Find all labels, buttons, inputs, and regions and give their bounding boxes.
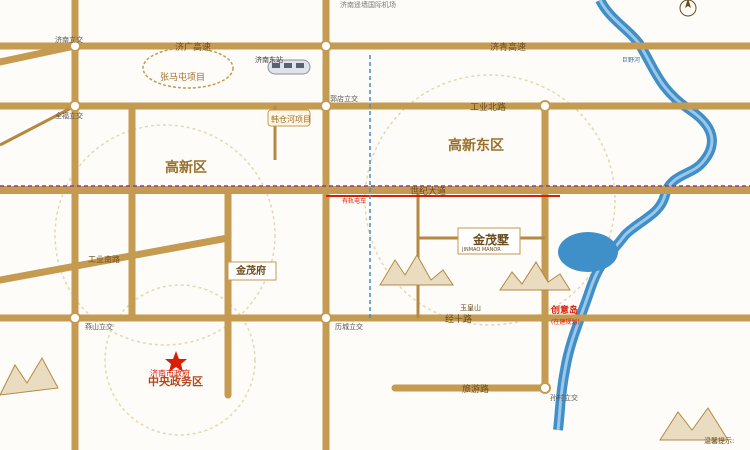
road-label-jiqing: 济青高速 [490,41,526,53]
interchange-label-guodian: 郭店立交 [330,94,358,103]
lake [558,232,618,272]
zhangma-oval [142,47,234,89]
interchange-nodes [69,40,551,394]
road-label-jingshi: 经十路 [445,313,472,325]
project-label-jinmao-fu: 金茂府 [235,264,266,277]
label-yuhuangshan: 玉皇山 [460,303,481,312]
project-label-jinmao-shu-en: JINMAO MANOR [461,247,501,253]
zone-label-central-gov: 中央政务区 [148,374,203,388]
node-yanshan [69,312,81,324]
compass-icon [679,0,697,17]
zone-label-gaoxin-east: 高新东区 [448,137,504,154]
mountain-decor-a [379,254,454,286]
project-label-chuangyi-tag: (在建规划) [551,318,580,326]
zone-circle-gaoxin-east [364,74,616,326]
node-guodian-n [320,40,332,52]
jinmao-fu-logo [227,261,277,281]
gov-label: 济南市政府 [150,368,190,378]
interchange-label-quanfu: 全福立交 [55,111,83,120]
mountain-decor-b [499,261,571,291]
interchange-label-sunzhuang: 孙村立交 [550,393,578,402]
metro-line-label: 有轨电车 [342,197,366,205]
road-label-lvyou: 旅游路 [462,383,489,395]
hancang-box [267,109,311,127]
station-label-east: 济南东站 [255,55,283,64]
node-sunzhuang [539,382,551,394]
river-highlight [556,0,714,431]
road-label-jiguang: 济广高速 [175,41,211,53]
node-quanfu [69,100,81,112]
train-icon [267,59,311,75]
road-label-shiji: 世纪大道 [410,185,446,197]
road-label-gongye-north: 工业北路 [470,101,506,113]
road-gongye-south [0,234,232,284]
interchange-label-jinan: 济南立交 [55,35,83,44]
mountain-decor-c [0,356,59,396]
zone-circle-central [104,284,256,436]
interchange-label-yanshan: 燕山立交 [85,322,113,331]
node-lichen [320,312,332,324]
road-west-link [0,42,79,66]
node-jinan [69,40,81,52]
project-label-jinmao-shu: 金茂墅 [472,232,509,247]
mountain-decor-d [659,407,729,441]
label-river: 巨野河 [622,56,640,64]
node-e1 [539,100,551,112]
zone-circle-gaoxin [54,124,276,346]
project-label-zhangma: 张马屯项目 [160,71,205,83]
node-guodian [320,100,332,112]
project-label-hancang: 韩仓河项目 [271,114,311,124]
top-edge-label: 济南遥墙国际机场 [340,0,396,9]
gov-star-icon [165,351,187,372]
interchange-label-lichen: 历城立交 [335,322,363,331]
jinmao-shu-logo [457,227,521,255]
road-nw-diag [0,104,76,147]
warm-tip-label: 温馨提示: [704,436,734,445]
road-label-gongye-south: 工业南路 [88,254,120,264]
zone-label-gaoxin: 高新区 [165,159,207,176]
project-label-chuangyi: 创意岛 [550,304,578,316]
